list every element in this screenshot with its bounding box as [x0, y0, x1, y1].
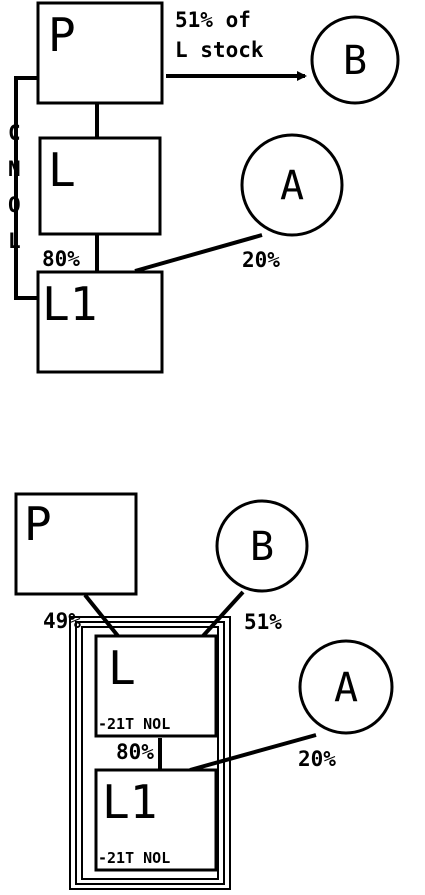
top-circle-b-label: B — [343, 38, 367, 84]
top-pct-l-l1: 80% — [42, 247, 80, 271]
top-box-l-label: L — [48, 143, 76, 197]
a-l1-connector — [134, 233, 263, 273]
bottom-box-l-label: L — [108, 641, 136, 695]
a-l1-connector-bottom — [189, 733, 317, 772]
bottom-pct-b-l: 51% — [244, 610, 282, 634]
bottom-diagram: P B A L -21T NOL L1 -21T NOL 49% 51% 80%… — [14, 492, 394, 890]
bottom-circle-b — [215, 499, 309, 593]
arrow-label-line2: L stock — [175, 38, 264, 62]
group-border-inner — [81, 626, 219, 880]
top-box-l1 — [36, 270, 164, 374]
bottom-box-l1-label: L1 — [102, 775, 157, 829]
top-circle-a — [240, 133, 344, 237]
cnol-letter-l: L — [8, 229, 21, 253]
top-pct-a-l1: 20% — [242, 248, 280, 272]
cnol-letter-o: O — [8, 193, 21, 217]
cnol-bracket — [14, 76, 38, 300]
bottom-box-p-label: P — [24, 497, 52, 551]
bottom-pct-l-l1: 80% — [116, 740, 154, 764]
top-circle-b — [310, 15, 400, 105]
bottom-circle-a-label: A — [334, 665, 358, 711]
bottom-pct-p-l: 49% — [43, 609, 81, 633]
top-diagram: C N O L P L L1 B A 51% of L stock 80% 20… — [8, 1, 400, 374]
cnol-letter-c: C — [8, 121, 21, 145]
cnol-letter-n: N — [8, 157, 21, 181]
bottom-box-l1-nol: -21T NOL — [98, 849, 170, 867]
top-box-p-label: P — [48, 8, 76, 62]
arrow-label-line1: 51% of — [175, 8, 251, 32]
p-l-connector-bottom — [83, 593, 120, 638]
bottom-box-l — [94, 634, 218, 738]
group-border-outer — [69, 616, 231, 890]
top-circle-a-label: A — [280, 163, 304, 209]
top-box-l — [38, 136, 162, 236]
b-l-connector — [201, 590, 245, 638]
bottom-box-l1 — [94, 768, 218, 872]
bottom-circle-b-label: B — [250, 524, 274, 570]
top-box-p — [36, 1, 164, 105]
bottom-box-l-nol: -21T NOL — [98, 715, 170, 733]
bottom-circle-a — [298, 639, 394, 735]
group-border-middle — [75, 621, 225, 885]
top-box-l1-label: L1 — [42, 277, 97, 331]
bottom-box-p — [14, 492, 138, 596]
bottom-pct-a-l1: 20% — [298, 747, 336, 771]
